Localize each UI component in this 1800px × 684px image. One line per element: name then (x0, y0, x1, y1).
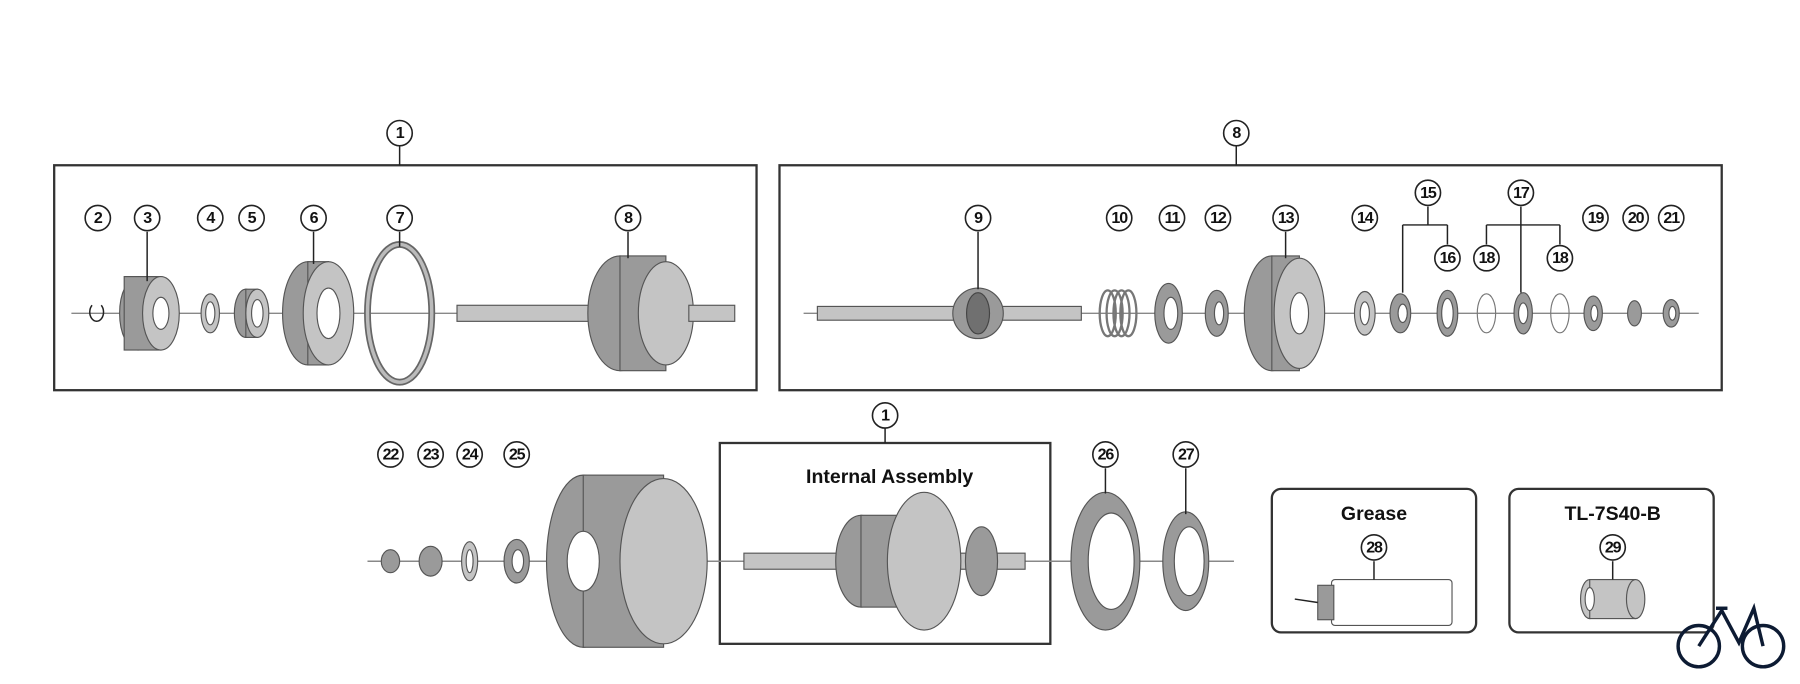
svg-text:7: 7 (396, 209, 405, 227)
callout-20: 20 (1622, 204, 1650, 232)
callout-22: 22 (377, 441, 404, 468)
callout-12: 12 (1204, 204, 1232, 232)
callout-9: 9 (964, 204, 992, 232)
svg-text:14: 14 (1357, 209, 1374, 227)
svg-text:16: 16 (1440, 249, 1457, 267)
svg-text:8: 8 (1232, 124, 1241, 142)
callout-27: 27 (1172, 441, 1200, 468)
callout-29: 29 (1599, 534, 1627, 561)
callout-16: 16 (1434, 244, 1461, 272)
callout-5: 5 (238, 204, 266, 232)
svg-text:23: 23 (423, 445, 440, 463)
internal-assembly-title: Internal Assembly (806, 466, 973, 488)
callout-19: 19 (1582, 204, 1609, 232)
svg-text:6: 6 (310, 209, 319, 227)
callout-6: 6 (300, 204, 327, 232)
svg-text:17: 17 (1513, 184, 1530, 202)
callout-1-top: 1 (386, 119, 414, 147)
part-shapes-top-left (89, 241, 736, 386)
callout-8: 8 (614, 204, 642, 232)
top-left-group-box (53, 164, 758, 392)
svg-text:22: 22 (383, 445, 400, 463)
svg-text:12: 12 (1210, 209, 1227, 227)
tool-title: TL-7S40-B (1564, 503, 1660, 525)
svg-text:9: 9 (974, 209, 983, 227)
callout-28: 28 (1360, 534, 1388, 561)
callout-11: 11 (1158, 204, 1186, 232)
callout-17: 17 (1507, 179, 1535, 207)
svg-text:2: 2 (94, 209, 103, 227)
svg-text:21: 21 (1663, 209, 1680, 227)
svg-text:8: 8 (624, 209, 633, 227)
svg-text:29: 29 (1605, 538, 1622, 556)
callout-7: 7 (386, 204, 414, 232)
callout-1-internal: 1 (871, 402, 899, 429)
svg-text:1: 1 (881, 406, 890, 424)
top-right-group-box (778, 164, 1723, 392)
svg-text:24: 24 (462, 445, 479, 463)
part-shapes-top-right (816, 255, 1680, 372)
svg-text:25: 25 (509, 445, 526, 463)
svg-text:18: 18 (1552, 249, 1569, 267)
callout-25: 25 (503, 441, 531, 468)
callout-15: 15 (1414, 179, 1442, 207)
svg-text:13: 13 (1278, 209, 1295, 227)
callout-18a: 18 (1473, 244, 1500, 272)
callout-10: 10 (1105, 204, 1133, 232)
callout-14: 14 (1351, 204, 1379, 232)
svg-text:18: 18 (1479, 249, 1496, 267)
callout-18b: 18 (1546, 244, 1574, 272)
svg-text:20: 20 (1628, 209, 1645, 227)
callout-4: 4 (196, 204, 224, 232)
svg-text:10: 10 (1111, 209, 1128, 227)
callout-3: 3 (133, 204, 161, 232)
bicycle-icon (1676, 602, 1786, 669)
svg-text:28: 28 (1366, 538, 1383, 556)
svg-text:11: 11 (1165, 209, 1181, 227)
svg-text:26: 26 (1098, 445, 1115, 463)
grease-box (1270, 487, 1478, 634)
callout-24: 24 (456, 441, 484, 468)
svg-text:3: 3 (143, 209, 152, 227)
callout-21: 21 (1657, 204, 1685, 232)
callout-2: 2 (84, 204, 112, 232)
svg-text:27: 27 (1178, 445, 1195, 463)
callout-8-top: 8 (1222, 119, 1250, 147)
callout-26: 26 (1092, 441, 1119, 468)
svg-text:1: 1 (396, 124, 405, 142)
svg-text:15: 15 (1420, 184, 1437, 202)
svg-text:4: 4 (206, 209, 215, 227)
grease-title: Grease (1341, 503, 1407, 525)
svg-text:5: 5 (248, 209, 257, 227)
tool-box (1508, 487, 1715, 634)
callout-13: 13 (1272, 204, 1300, 232)
callout-23: 23 (417, 441, 445, 468)
svg-text:19: 19 (1588, 209, 1605, 227)
part-shapes-bottom (380, 474, 1646, 648)
